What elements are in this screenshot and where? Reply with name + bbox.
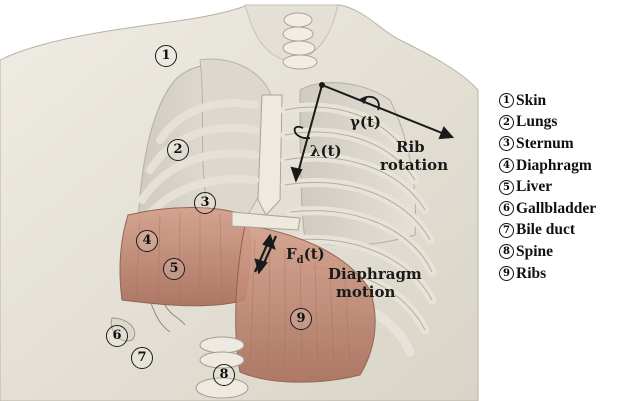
marker-sternum: 3	[194, 192, 216, 214]
sternum	[258, 95, 282, 215]
rib-rotation-label-2: rotation	[380, 156, 448, 174]
legend-number: 2	[499, 115, 514, 130]
legend-label: Spine	[516, 243, 553, 261]
marker-bile-duct: 7	[131, 347, 153, 369]
legend-label: Diaphragm	[516, 157, 592, 175]
lambda-label: λ(t)	[310, 142, 342, 160]
legend-number: 8	[499, 244, 514, 259]
legend-label: Ribs	[516, 265, 546, 283]
force-subscript: d	[297, 255, 304, 266]
marker-spine: 8	[213, 364, 235, 386]
marker-liver: 5	[163, 258, 185, 280]
legend-number: 6	[499, 201, 514, 216]
legend-item: 6 Gallbladder	[499, 198, 596, 220]
gamma-label: γ(t)	[350, 113, 381, 131]
legend-item: 1 Skin	[499, 90, 596, 112]
marker-ribs: 9	[290, 308, 312, 330]
legend-number: 5	[499, 180, 514, 195]
legend-number: 4	[499, 158, 514, 173]
marker-lungs: 2	[167, 139, 189, 161]
legend-item: 9 Ribs	[499, 263, 596, 285]
marker-gallbladder: 6	[106, 325, 128, 347]
legend-label: Gallbladder	[516, 200, 596, 218]
legend-number: 3	[499, 136, 514, 151]
legend-item: 7 Bile duct	[499, 220, 596, 242]
diaphragm-motion-label-2: motion	[336, 283, 395, 301]
marker-diaphragm: 4	[136, 230, 158, 252]
legend-item: 3 Sternum	[499, 133, 596, 155]
marker-skin: 1	[155, 45, 177, 67]
legend-number: 9	[499, 266, 514, 281]
diaphragm-motion-label-1: Diaphragm	[328, 265, 422, 283]
legend: 1 Skin 2 Lungs 3 Sternum 4 Diaphragm 5 L…	[499, 90, 596, 284]
legend-item: 5 Liver	[499, 176, 596, 198]
force-symbol: F	[286, 245, 297, 263]
legend-item: 4 Diaphragm	[499, 155, 596, 177]
legend-label: Liver	[516, 178, 552, 196]
diaphragm-left	[120, 208, 251, 306]
legend-label: Skin	[516, 92, 546, 110]
rib-rotation-label-1: Rib	[396, 138, 425, 156]
legend-item: 2 Lungs	[499, 112, 596, 134]
legend-number: 7	[499, 223, 514, 238]
force-time: (t)	[304, 245, 325, 263]
legend-label: Bile duct	[516, 221, 575, 239]
legend-label: Lungs	[516, 113, 557, 131]
legend-item: 8 Spine	[499, 241, 596, 263]
axis-origin	[319, 82, 325, 88]
legend-number: 1	[499, 93, 514, 108]
force-label: Fd(t)	[286, 245, 325, 266]
legend-label: Sternum	[516, 135, 574, 153]
